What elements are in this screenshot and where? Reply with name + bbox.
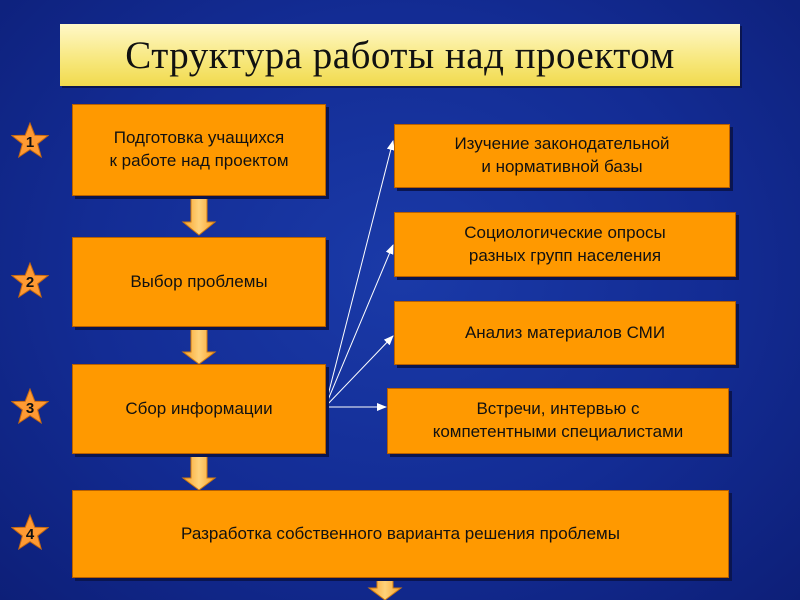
step-number-1: 1 [25,134,35,151]
down-arrow-2-3 [181,325,217,365]
step-box-4: Разработка собственного варианта решения… [72,490,729,578]
step-number-star-3: 3 [10,387,50,426]
star-icon [10,261,50,299]
source-box-1: Изучение законодательной и нормативной б… [394,124,730,188]
title-text: Структура работы над проектом [125,33,675,77]
step-label-3: Сбор информации [125,398,273,418]
step-number-3: 3 [25,400,35,417]
step-number-star-4: 4 [10,513,50,552]
source-box-2: Социологические опросы разных групп насе… [394,212,736,277]
fan-arrow-1 [324,140,395,408]
source-label-4: Встречи, интервью с компетентными специа… [432,399,684,441]
source-label-2: Социологические опросы разных групп насе… [464,222,666,265]
source-label-1: Изучение законодательной и нормативной б… [454,134,670,176]
step-label-4: Разработка собственного варианта решения… [181,523,620,543]
down-arrow-3-4 [181,451,217,491]
source-box-4: Встречи, интервью с компетентными специа… [387,388,729,454]
star-icon [10,121,50,159]
slide-title: Структура работы над проектом [60,24,740,86]
source-label-3: Анализ материалов СМИ [464,322,666,342]
step-number-2: 2 [25,274,35,291]
fan-arrow-3 [324,335,394,408]
star-icon [10,513,50,551]
step-box-1: Подготовка учащихся к работе над проекто… [72,104,326,196]
step-number-star-2: 2 [10,261,50,300]
step-number-4: 4 [25,526,35,543]
step-box-3: Сбор информации [72,364,326,454]
source-box-3: Анализ материалов СМИ [394,301,736,365]
step-label-2: Выбор проблемы [130,271,268,291]
step-number-star-1: 1 [10,121,50,160]
fan-arrow-2 [324,244,394,408]
star-icon [10,387,50,425]
step-box-2: Выбор проблемы [72,237,326,327]
down-arrow-1-2 [181,193,217,236]
step-label-1: Подготовка учащихся к работе над проекто… [109,128,289,170]
